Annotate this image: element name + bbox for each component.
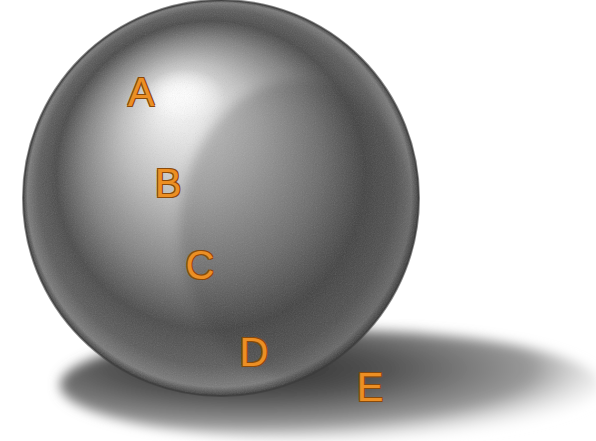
callout-letter: A xyxy=(128,72,155,112)
callout-letter: B xyxy=(155,163,182,203)
callout-letter: E xyxy=(357,367,384,407)
callout-letter: D xyxy=(240,332,269,372)
callout-letter: C xyxy=(186,245,215,285)
